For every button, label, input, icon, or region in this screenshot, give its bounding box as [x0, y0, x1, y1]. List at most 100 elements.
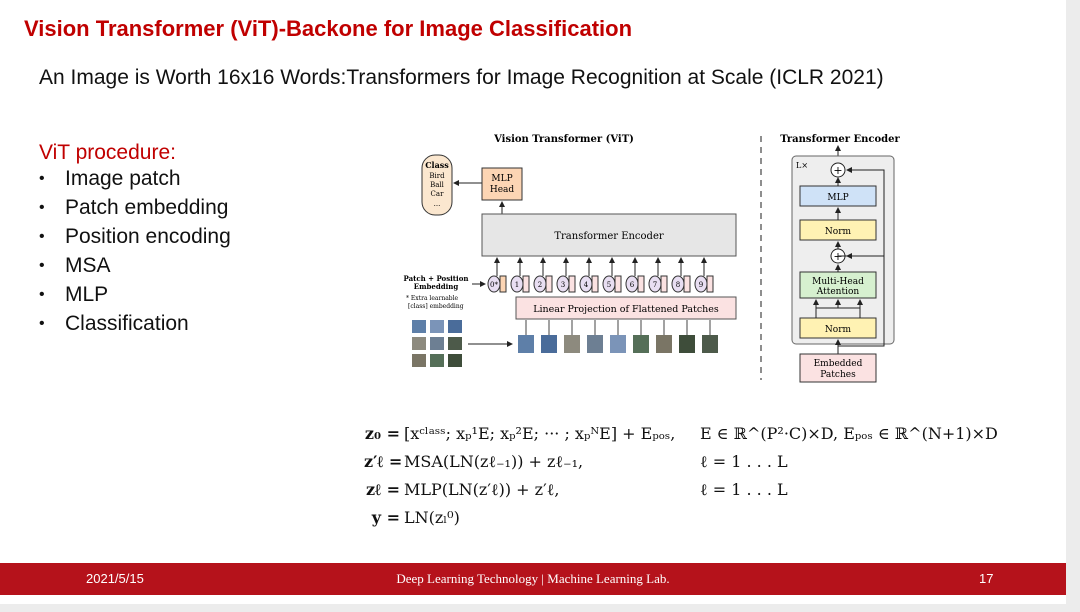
flattened-patch — [518, 335, 534, 353]
encoder-norm-label: Norm — [825, 325, 852, 335]
token-row: 0* 1 2 3 4 5 6 7 8 9 — [487, 275, 714, 293]
flattened-patch — [702, 335, 718, 353]
encoder-norm-box — [799, 317, 877, 339]
flattened-patch — [679, 335, 695, 353]
flattened-patch — [541, 335, 557, 353]
token: 1 — [510, 275, 530, 293]
patch-position-label: Patch + Position — [404, 274, 469, 283]
equation-condition: E ∈ ℝ^(P²·C)×D, Eₚₒₛ ∈ ℝ^(N+1)×D — [700, 424, 998, 443]
token: 0* — [487, 275, 507, 293]
patch-embedding-token — [545, 275, 553, 293]
class-item: Car — [431, 190, 445, 198]
mlp-head-label: MLP — [491, 174, 512, 184]
extra-learnable-label: * Extra learnable — [406, 295, 459, 302]
equation-rhs: LN(zₗ⁰) — [404, 508, 460, 527]
class-pill — [421, 154, 453, 216]
procedure-item-text: Image patch — [65, 167, 181, 190]
bullet-icon: • — [39, 199, 45, 216]
equation-lhs: z₀ = — [364, 424, 400, 443]
class-item: ... — [434, 200, 441, 208]
procedure-item-text: MSA — [65, 254, 111, 277]
flattened-patch — [587, 335, 603, 353]
slide: Vision Transformer (ViT)-Backone for Ima… — [0, 0, 1066, 604]
equation-rhs: MLP(LN(z′ℓ)) + z′ℓ, — [404, 480, 560, 499]
procedure-item: • Position encoding — [39, 222, 231, 251]
procedure-item: • Image patch — [39, 164, 231, 193]
token-label: 8 — [676, 281, 680, 289]
flattened-patch — [656, 335, 672, 353]
token: 4 — [579, 275, 599, 293]
footer-bar: 2021/5/15 Deep Learning Technology | Mac… — [0, 563, 1066, 595]
patch-embedding-token — [683, 275, 691, 293]
bullet-icon: • — [39, 286, 45, 303]
transformer-encoder-box — [481, 213, 737, 257]
token: 6 — [625, 275, 645, 293]
procedure-item-text: Patch embedding — [65, 196, 229, 219]
image-patch — [412, 320, 426, 333]
procedure-item: •Classification — [39, 309, 231, 338]
encoder-title: Transformer Encoder — [780, 134, 900, 145]
encoder-block — [791, 155, 895, 345]
encoder-mlp-label: MLP — [827, 193, 848, 203]
page-number: 17 — [979, 571, 994, 586]
token-label: 6 — [630, 281, 635, 289]
procedure-item-text: Position encoding — [65, 225, 231, 248]
procedure-item: • MLP — [39, 280, 231, 309]
token: 3 — [556, 275, 576, 293]
mlp-head-label: Head — [490, 185, 515, 195]
equation-rhs: MSA(LN(zℓ₋₁)) + zℓ₋₁, — [404, 452, 584, 471]
transformer-encoder-label: Transformer Encoder — [554, 231, 664, 242]
token: 2 — [533, 275, 553, 293]
encoder-input-arrows — [494, 257, 707, 276]
flattened-patches — [518, 335, 718, 353]
equation-condition: ℓ = 1 . . . L — [700, 452, 788, 471]
patch-position-label: Embedding — [414, 282, 459, 291]
bullet-icon: • — [39, 257, 45, 274]
class-item: Ball — [430, 181, 445, 189]
token-label: 9 — [699, 281, 703, 289]
embedded-patches-box — [799, 353, 877, 383]
linear-projection-box — [515, 296, 737, 320]
residual-skip — [838, 253, 885, 347]
mlp-head-box — [481, 167, 523, 201]
footer-center-text: Deep Learning Technology | Machine Learn… — [396, 571, 670, 586]
extra-learnable-label: [class] embedding — [408, 303, 464, 310]
bullet-icon: • — [39, 170, 45, 187]
patch-embedding-token — [614, 275, 622, 293]
equation-lhs: y = — [371, 508, 400, 527]
footer-date: 2021/5/15 — [86, 571, 144, 586]
token: 5 — [602, 275, 622, 293]
encoder-repeat-label: L× — [796, 161, 808, 170]
slide-title: Vision Transformer (ViT)-Backone for Ima… — [24, 16, 633, 41]
embedded-patches-label: Patches — [820, 370, 856, 380]
encoder-mha-label: Multi-Head — [812, 277, 864, 287]
equation-lhs: z′ℓ = — [364, 452, 403, 471]
token: 9 — [694, 275, 714, 293]
patch-embedding-token — [637, 275, 645, 293]
patch-embedding-token — [591, 275, 599, 293]
token: 8 — [671, 275, 691, 293]
token-label: 2 — [538, 281, 542, 289]
token-label: 1 — [515, 281, 519, 289]
equation-lhs: zℓ = — [365, 480, 400, 499]
procedure-item-text: MLP — [65, 283, 109, 306]
token-label: 3 — [561, 281, 565, 289]
image-patch — [412, 337, 426, 350]
procedure-item: • MSA — [39, 251, 231, 280]
projection-lines — [525, 320, 711, 335]
image-patch — [430, 354, 444, 367]
image-patch — [448, 337, 462, 350]
image-patch — [430, 320, 444, 333]
bullet-icon: • — [39, 228, 45, 245]
procedure-list: • Image patch • Patch embedding • Position … — [39, 164, 231, 338]
token-label: 4 — [584, 281, 589, 289]
bullet-icon: • — [39, 315, 45, 332]
encoder-mha-box — [799, 271, 877, 299]
procedure-item: • Patch embedding — [39, 193, 231, 222]
flattened-patch — [564, 335, 580, 353]
token: 7 — [648, 275, 668, 293]
linear-projection-label: Linear Projection of Flattened Patches — [533, 304, 719, 315]
embedded-patches-label: Embedded — [814, 359, 863, 369]
token-label: 7 — [653, 281, 657, 289]
token-label: 5 — [607, 281, 611, 289]
